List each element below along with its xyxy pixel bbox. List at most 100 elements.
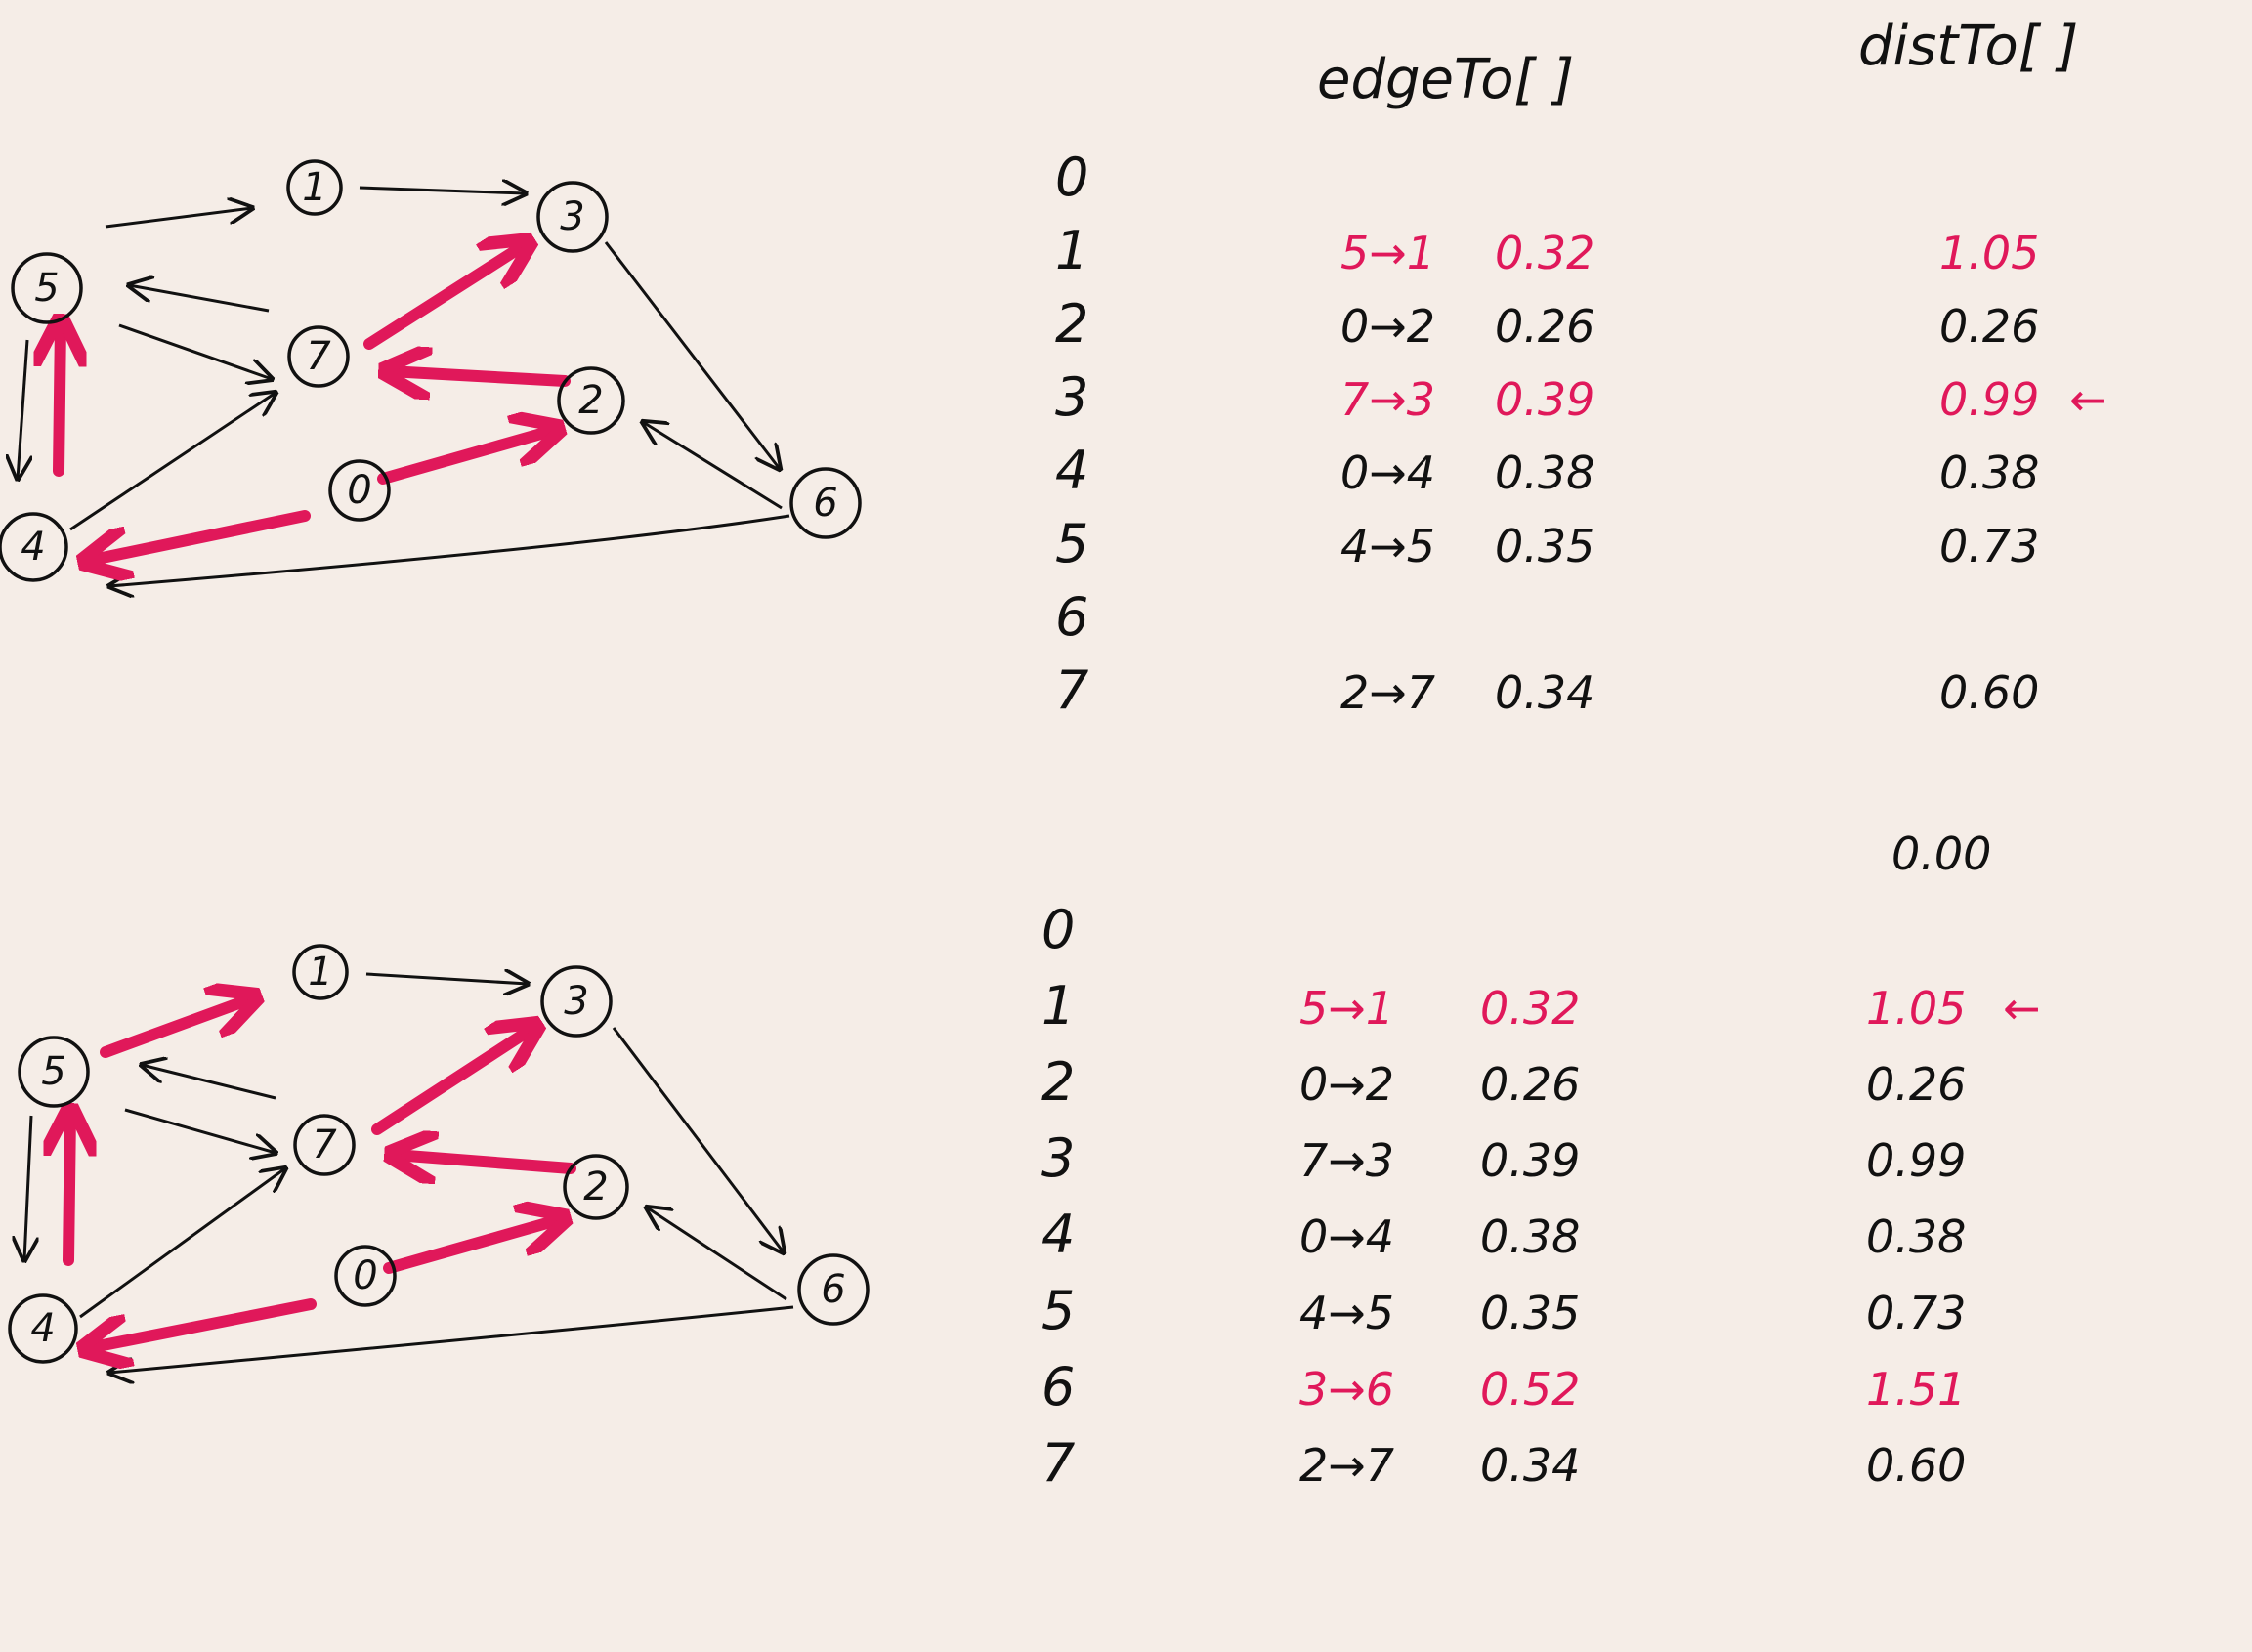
dist-to-value: 0.38 [1939,446,2039,499]
graph-top-node-5: 5 [11,252,83,324]
graph-top-node-6: 6 [789,467,862,539]
graph-bottom-edges [24,974,794,1373]
edge-to-value: 4→5 [1299,1287,1394,1339]
row-index: 1 [1055,220,1088,281]
edge-weight-value: 0.38 [1495,446,1594,499]
dist-to-value: 1.51 [1866,1363,1966,1416]
path-5-1 [100,998,252,1058]
path-0-2 [377,430,555,485]
path-4-5 [68,1114,70,1266]
edge-to-value: 0→4 [1299,1210,1394,1263]
svg-text:5: 5 [41,1049,65,1094]
edge-4-7 [69,393,276,531]
row-index: 4 [1041,1204,1075,1265]
svg-text:3: 3 [564,979,588,1024]
graph-top-node-1: 1 [286,159,343,216]
edge-5-4 [18,339,27,479]
dist-source-zero: 0.00 [1891,827,1991,880]
edge-weight-value: 0.34 [1480,1439,1580,1492]
edge-6-4 [109,1305,794,1373]
update-arrow-icon: ← [2069,373,2107,426]
row-index: 5 [1041,1280,1075,1341]
edge-to-value: 5→1 [1299,982,1394,1035]
edge-5-7 [118,323,272,379]
dist-to-value: 0.26 [1866,1058,1966,1111]
row-index: 4 [1055,440,1088,501]
row-index: 0 [1041,899,1075,960]
graph-top-node-4: 4 [0,512,68,582]
svg-text:5: 5 [34,266,59,311]
edge-6-2 [643,422,783,510]
edge-weight-value: 0.26 [1480,1058,1580,1111]
table-row: 0 [1055,147,1088,208]
edge-weight-value: 0.39 [1495,373,1594,426]
dist-to-value: 1.05 [1866,982,1966,1035]
edge-to-value: 4→5 [1340,520,1435,572]
svg-text:1: 1 [302,165,326,210]
table-row: 6 [1055,586,1088,648]
edge-weight-value: 0.34 [1495,666,1594,719]
svg-text:4: 4 [21,525,45,570]
row-index: 6 [1055,586,1088,648]
edge-weight-value: 0.26 [1495,300,1594,353]
edge-weight-value: 0.35 [1480,1287,1580,1339]
graph-bottom-node-3: 3 [540,965,613,1038]
edge-weight-value: 0.35 [1495,520,1594,572]
row-index: 7 [1055,659,1088,721]
dist-to-value: 0.99 [1939,373,2039,426]
edge-to-value: 0→2 [1340,300,1435,353]
header-distto: distTo[ ] [1858,15,2078,78]
path-7-3 [371,1028,533,1135]
graph-top: 1 3 5 7 2 0 6 4 [0,159,862,586]
edge-5-1 [105,208,252,229]
row-index: 5 [1055,513,1088,574]
path-7-3 [363,244,526,350]
svg-text:7: 7 [312,1123,337,1167]
dist-to-value: 0.38 [1866,1210,1966,1263]
svg-text:3: 3 [560,194,584,239]
dist-to-value: 0.99 [1866,1134,1966,1187]
graph-top-node-0: 0 [328,459,391,522]
svg-text:4: 4 [30,1306,55,1351]
graph-top-node-3: 3 [536,181,609,253]
svg-text:0: 0 [353,1253,377,1298]
path-4-5 [59,324,61,477]
svg-text:1: 1 [308,950,332,995]
row-index: 6 [1041,1356,1075,1418]
graph-top-node-7: 7 [287,325,350,388]
table-row: 0 [1041,899,1075,960]
row-index: 3 [1041,1127,1075,1189]
edge-5-7 [124,1108,276,1153]
table-row: 4 0→4 0.38 0.38 [1041,1204,1966,1265]
path-2-7 [389,371,571,381]
edge-7-5 [129,285,270,313]
graph-bottom-node-2: 2 [563,1154,629,1220]
dist-to-value: 0.60 [1939,666,2039,719]
edge-weight-value: 0.52 [1480,1363,1580,1416]
dist-to-value: 0.60 [1866,1439,1966,1492]
edge-6-4 [109,514,790,586]
graph-bottom: 1 3 5 7 2 0 6 4 [8,944,870,1373]
row-index: 2 [1055,293,1088,355]
edge-3-6 [612,1027,784,1252]
edge-to-value: 7→3 [1299,1134,1394,1187]
edge-1-3 [365,974,528,984]
dist-to-value: 1.05 [1939,227,2039,279]
graph-top-node-2: 2 [557,366,625,435]
row-index: 3 [1055,366,1088,428]
row-index: 2 [1041,1051,1075,1113]
graph-bottom-node-4: 4 [8,1293,78,1364]
edge-weight-value: 0.38 [1480,1210,1580,1263]
